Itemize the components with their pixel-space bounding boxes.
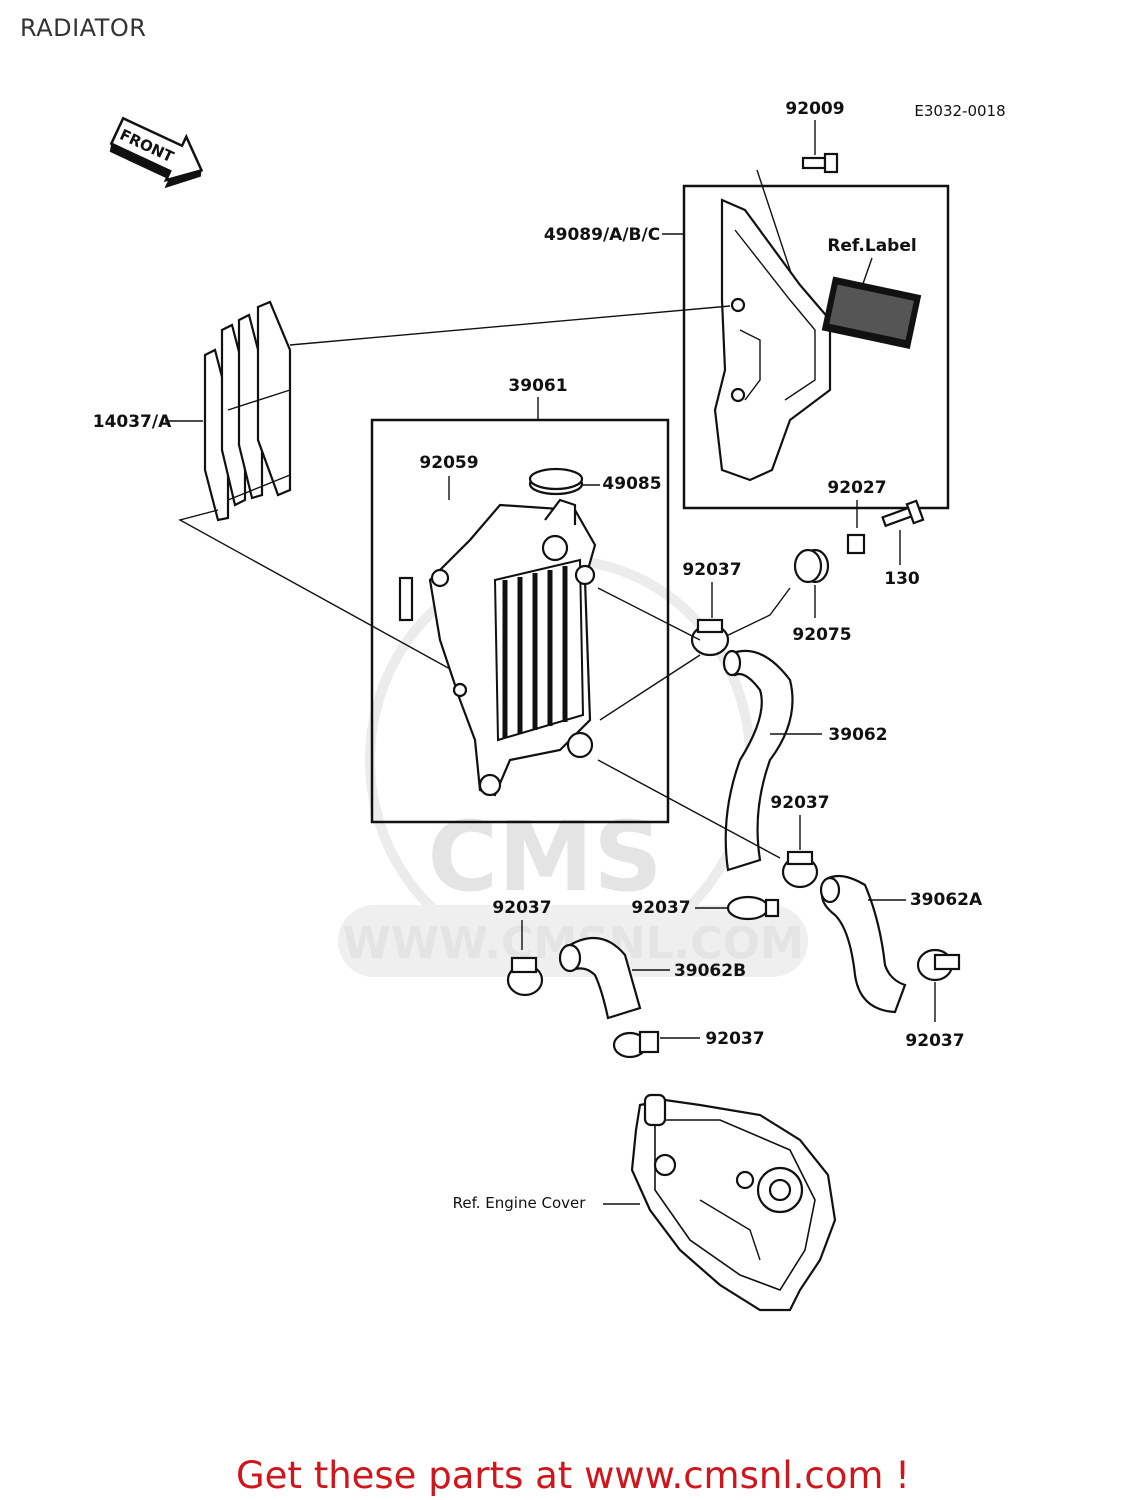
label-92037-mid: 92037 <box>770 793 829 813</box>
label-ref-label: Ref.Label <box>827 236 916 256</box>
ref-label-decal-icon <box>821 276 922 350</box>
radiator-shroud-icon <box>713 198 832 482</box>
hose-clamp-upper-icon <box>690 618 730 657</box>
bolt-130-icon <box>881 499 925 528</box>
hose-clamp-bottom-icon <box>612 1030 660 1059</box>
label-92037-center: 92037 <box>631 898 690 918</box>
label-39062: 39062 <box>828 725 887 745</box>
hose-clamp-left-icon <box>506 956 544 997</box>
radiator-cap-icon <box>528 467 584 496</box>
label-92059: 92059 <box>419 453 478 473</box>
hose-clamp-right-lower-icon <box>916 948 961 982</box>
shroud-group-box <box>682 184 950 510</box>
label-92009: 92009 <box>785 99 844 119</box>
label-92037-upper: 92037 <box>682 560 741 580</box>
label-92037-right-lower: 92037 <box>905 1031 964 1051</box>
radiator-hose-39062a-icon <box>819 874 907 1014</box>
label-130: 130 <box>884 569 920 589</box>
label-92037-left: 92037 <box>492 898 551 918</box>
bolt-92009-icon <box>801 152 839 174</box>
label-49089: 49089/A/B/C <box>544 225 660 245</box>
radiator-hose-39062b-icon <box>558 936 642 1020</box>
label-49085: 49085 <box>602 474 661 494</box>
label-92027: 92027 <box>827 478 886 498</box>
label-39062b: 39062B <box>674 961 746 981</box>
front-arrow-icon: FRONT <box>109 116 204 189</box>
hose-clamp-center-icon <box>726 895 780 921</box>
radiator-guard-icon <box>203 300 292 522</box>
watermark-brand: CMS <box>427 801 662 913</box>
label-39062a: 39062A <box>910 890 983 910</box>
page-title: RADIATOR <box>20 14 147 42</box>
label-ref-engine-cover: Ref. Engine Cover <box>453 1194 587 1212</box>
hose-clamp-mid-icon <box>781 850 819 889</box>
diagram-code: E3032-0018 <box>914 102 1005 120</box>
grommet-92075-icon <box>793 548 830 584</box>
radiator-core-icon <box>428 498 597 797</box>
promo-link[interactable]: Get these parts at www.cmsnl.com ! <box>235 1454 910 1497</box>
radiator-hose-39062-icon <box>722 649 794 872</box>
label-14037: 14037/A <box>93 412 172 432</box>
collar-92027-icon <box>846 533 866 555</box>
engine-cover-icon <box>630 1093 837 1312</box>
watermark: CMS WWW.CMSNL.COM <box>338 555 808 977</box>
label-92037-bottom: 92037 <box>705 1029 764 1049</box>
label-92075: 92075 <box>792 625 851 645</box>
overflow-tube-icon <box>398 506 490 622</box>
radiator-group-box <box>370 418 670 824</box>
label-39061: 39061 <box>508 376 567 396</box>
